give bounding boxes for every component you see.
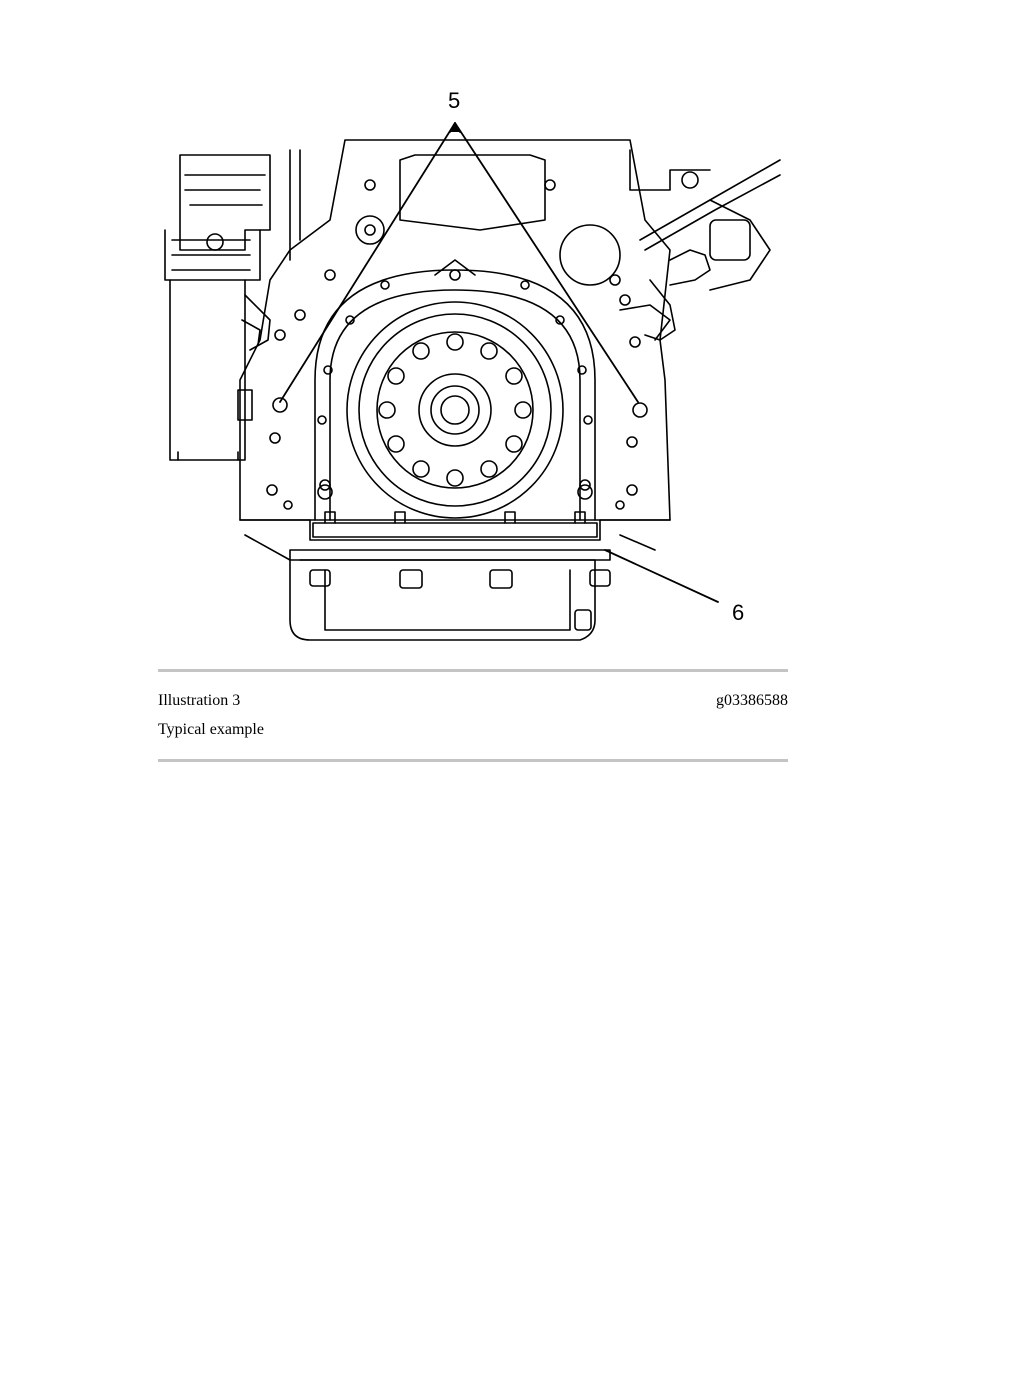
- right-side-components: [619, 149, 781, 341]
- caption-bottom-rule: [158, 759, 788, 762]
- engine-rear-illustration: 5 6: [150, 80, 800, 660]
- rear-seal-housing: [314, 259, 596, 521]
- illustration-id: g03386588: [716, 692, 788, 709]
- left-side-components: [164, 149, 301, 461]
- callout-leaders: [279, 122, 719, 603]
- caption-top-rule: [158, 669, 788, 672]
- crankshaft-flange: [346, 301, 564, 519]
- illustration-note: Typical example: [158, 721, 264, 738]
- callout-label-5: 5: [448, 88, 460, 113]
- oil-pan: [289, 549, 611, 641]
- illustration-title: Illustration 3: [158, 692, 241, 709]
- callout-label-6: 6: [732, 600, 744, 625]
- engine-block: [239, 139, 671, 521]
- lower-plate: [239, 511, 671, 561]
